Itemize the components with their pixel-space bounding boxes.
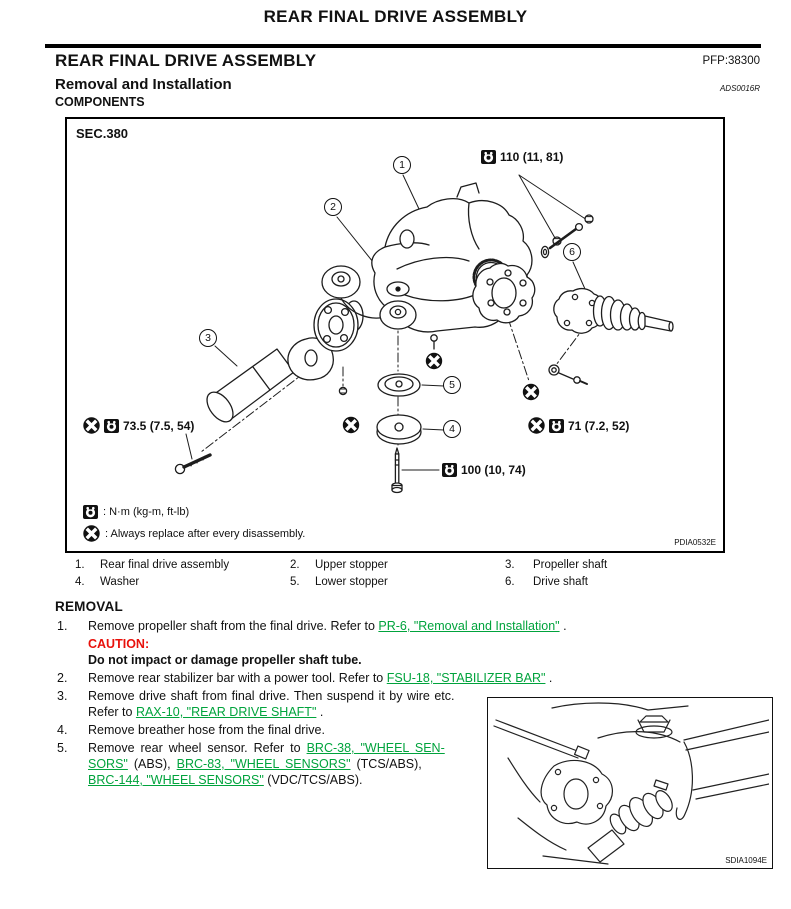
link-brc83[interactable]: BRC-83, "WHEEL SENSORS" [176, 757, 351, 771]
link-rax10[interactable]: RAX-10, "REAR DRIVE SHAFT" [135, 705, 317, 719]
step-text: Refer to [88, 705, 136, 719]
sec-label: SEC.380 [76, 126, 129, 141]
figure-id: SDIA1094E [725, 856, 767, 865]
part-label: Propeller shaft [533, 559, 608, 571]
revision-code: ADS0016R [719, 84, 760, 93]
section-title: REAR FINAL DRIVE ASSEMBLY [55, 51, 317, 70]
part-number: 3. [505, 559, 515, 571]
horizontal-rule [45, 44, 761, 48]
caution-text: Do not impact or damage propeller shaft … [88, 653, 362, 667]
step-number: 2. [57, 671, 68, 685]
step-text: . [559, 619, 567, 633]
link-pr6[interactable]: PR-6, "Removal and Installation" [378, 619, 560, 633]
torque-label-top: 110 (11, 81) [481, 150, 563, 164]
step-text: Remove propeller shaft from the final dr… [88, 619, 379, 633]
legend-torque-row: : N·m (kg-m, ft-lb) [83, 505, 189, 519]
torque-label-left: 73.5 (7.5, 54) [83, 417, 194, 434]
part-label: Rear final drive assembly [100, 559, 230, 571]
replace-icon [83, 417, 100, 434]
pfp-code: PFP:38300 [702, 55, 760, 67]
callout-3: 3 [199, 329, 217, 347]
removal-step-3: Remove drive shaft from final drive. The… [88, 689, 455, 703]
callout-4: 4 [443, 420, 461, 438]
subsection-title: Removal and Installation [55, 76, 232, 93]
wheel-sensor-figure-frame: SDIA1094E [487, 697, 773, 869]
torque-icon [549, 418, 564, 433]
replace-icon [528, 417, 545, 434]
step-number: 3. [57, 689, 68, 703]
torque-icon [481, 150, 496, 164]
step-number: 1. [57, 619, 68, 633]
step-text: . [545, 671, 553, 685]
link-fsu18[interactable]: FSU-18, "STABILIZER BAR" [386, 671, 546, 685]
part-number: 6. [505, 576, 515, 588]
torque-value: 110 (11, 81) [500, 150, 564, 164]
page-title: REAR FINAL DRIVE ASSEMBLY [263, 7, 528, 26]
removal-heading: REMOVAL [55, 599, 123, 614]
removal-step-1: Remove propeller shaft from the final dr… [88, 619, 567, 633]
part-number: 1. [75, 559, 85, 571]
step-text: (TCS/ABS), [350, 757, 422, 771]
callout-2: 2 [324, 198, 342, 216]
callout-5: 5 [443, 376, 461, 394]
caution-label: CAUTION: [88, 637, 150, 651]
exploded-view-line-art [174, 174, 674, 494]
removal-step-5-line2: SORS" (ABS), BRC-83, "WHEEL SENSORS" (TC… [88, 757, 422, 771]
wheel-sensor-line-art [493, 702, 770, 865]
removal-step-5-line3: BRC-144, "WHEEL SENSORS" (VDC/TCS/ABS). [88, 773, 362, 787]
replace-icon [83, 525, 100, 542]
step-text: (VDC/TCS/ABS). [263, 773, 363, 787]
link-brc144[interactable]: BRC-144, "WHEEL SENSORS" [88, 773, 264, 787]
legend-replace-row: : Always replace after every disassembly… [83, 525, 305, 542]
figure-id: PDIA0532E [674, 538, 716, 547]
callout-1: 1 [393, 156, 411, 174]
torque-value: 100 (10, 74) [461, 463, 526, 477]
step-text: Remove rear stabilizer bar with a power … [88, 671, 387, 685]
removal-step-4: Remove breather hose from the final driv… [88, 723, 325, 737]
torque-label-bottom: 100 (10, 74) [442, 463, 526, 477]
step-text: Remove rear wheel sensor. Refer to [88, 741, 307, 755]
torque-icon [83, 505, 98, 519]
part-number: 4. [75, 576, 85, 588]
part-label: Lower stopper [315, 576, 388, 588]
step-text: . [316, 705, 324, 719]
part-label: Washer [100, 576, 140, 588]
components-heading: COMPONENTS [55, 95, 145, 109]
step-number: 5. [57, 741, 68, 755]
callout-6: 6 [563, 243, 581, 261]
link-brc38[interactable]: SORS" [88, 757, 128, 771]
step-text: (ABS), [127, 757, 177, 771]
part-number: 5. [290, 576, 300, 588]
legend-torque-text: : N·m (kg-m, ft-lb) [103, 506, 190, 518]
removal-step-3-line2: Refer to RAX-10, "REAR DRIVE SHAFT" . [88, 705, 323, 719]
removal-step-2: Remove rear stabilizer bar with a power … [88, 671, 552, 685]
step-number: 4. [57, 723, 68, 737]
torque-value: 71 (7.2, 52) [568, 418, 630, 433]
torque-value: 73.5 (7.5, 54) [123, 418, 195, 433]
torque-icon [442, 463, 457, 477]
removal-step-5: Remove rear wheel sensor. Refer to BRC-3… [88, 741, 445, 755]
legend-replace-text: : Always replace after every disassembly… [105, 527, 306, 540]
torque-icon [104, 418, 119, 433]
part-label: Drive shaft [533, 576, 588, 588]
link-brc38[interactable]: BRC-38, "WHEEL SEN- [306, 741, 445, 755]
torque-label-right: 71 (7.2, 52) [528, 417, 629, 434]
components-diagram-frame: SEC.380 1 2 3 4 5 6 110 (11, 81) 73.5 (7… [65, 117, 725, 553]
part-number: 2. [290, 559, 300, 571]
part-label: Upper stopper [315, 559, 388, 571]
